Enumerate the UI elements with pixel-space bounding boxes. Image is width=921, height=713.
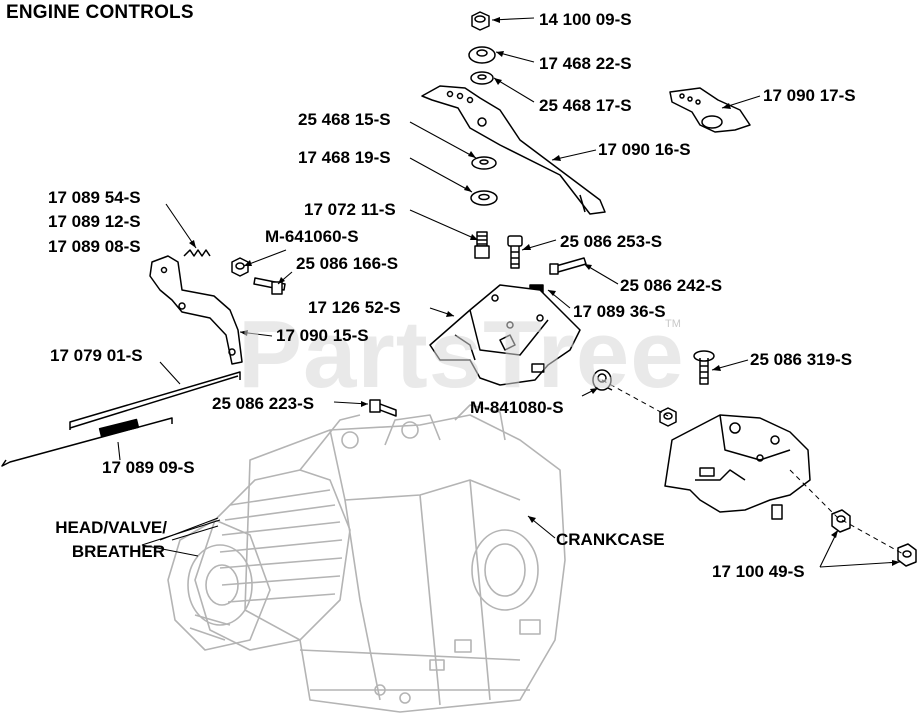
part-label-25086-166[interactable]: 25 086 166-S — [296, 254, 399, 273]
part-label-17089-36[interactable]: 17 089 36-S — [573, 302, 666, 321]
part-label-25086-319[interactable]: 25 086 319-S — [750, 350, 853, 369]
part-label-25468-15[interactable]: 25 468 15-S — [298, 110, 391, 129]
part-label-17468-22[interactable]: 17 468 22-S — [539, 54, 632, 73]
page-title: ENGINE CONTROLS — [6, 2, 194, 23]
assembly-label-head-valve[interactable]: HEAD/VALVE/ — [55, 518, 167, 537]
part-label-17090-15[interactable]: 17 090 15-S — [276, 326, 369, 345]
part-label-M641060[interactable]: M-641060-S — [265, 227, 359, 246]
assembly-label-crankcase[interactable]: CRANKCASE — [556, 530, 665, 549]
part-label-25468-17[interactable]: 25 468 17-S — [539, 96, 632, 115]
part-label-17090-17[interactable]: 17 090 17-S — [763, 86, 856, 105]
part-label-17089-12[interactable]: 17 089 12-S — [48, 212, 141, 231]
part-label-M841080[interactable]: M-841080-S — [470, 398, 564, 417]
part-label-17072-11[interactable]: 17 072 11-S — [304, 200, 396, 219]
alignment-lines — [601, 379, 906, 556]
part-label-14100-09[interactable]: 14 100 09-S — [539, 10, 632, 29]
watermark: PartsTree — [238, 301, 685, 408]
part-label-25086-223[interactable]: 25 086 223-S — [212, 394, 315, 413]
part-label-17089-08[interactable]: 17 089 08-S — [48, 237, 141, 256]
part-label-17100-49[interactable]: 17 100 49-S — [712, 562, 805, 581]
part-label-25086-253[interactable]: 25 086 253-S — [560, 232, 663, 251]
part-label-25086-242[interactable]: 25 086 242-S — [620, 276, 723, 295]
part-label-17468-19[interactable]: 17 468 19-S — [298, 148, 391, 167]
part-label-17079-01[interactable]: 17 079 01-S — [50, 346, 143, 365]
part-label-17089-54[interactable]: 17 089 54-S — [48, 188, 141, 207]
leader-arrowheads — [189, 17, 900, 566]
part-label-17090-16[interactable]: 17 090 16-S — [598, 140, 691, 159]
engine-block — [167, 404, 566, 713]
control-parts — [1, 11, 917, 567]
assembly-label-breather[interactable]: BREATHER — [71, 542, 165, 561]
watermark-trademark: TM — [665, 318, 681, 330]
part-label-17089-09[interactable]: 17 089 09-S — [102, 458, 195, 477]
part-label-17126-52[interactable]: 17 126 52-S — [308, 298, 401, 317]
